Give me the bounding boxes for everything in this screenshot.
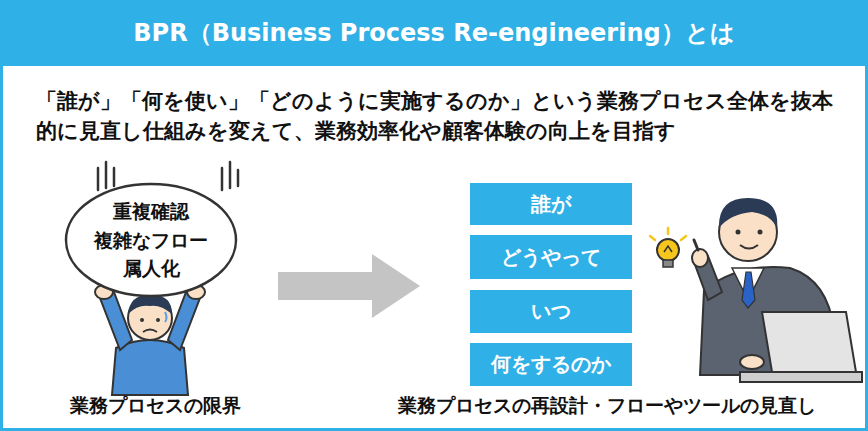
thought-bubble: 重複確認複雑なフロー属人化 — [64, 182, 238, 298]
worry-line — [221, 168, 224, 190]
hair — [128, 295, 172, 314]
smile — [740, 245, 758, 249]
title-band: BPR（Business Process Re-engineering）とは — [0, 0, 868, 66]
bubble-shape — [66, 184, 236, 296]
process-box: どうやって — [470, 235, 632, 279]
description-text: 「誰が」「何を使い」「どのように実施するのか」という業務プロセス全体を抜本的に見… — [36, 86, 836, 147]
ray — [681, 236, 686, 240]
bulb-rays — [650, 228, 686, 240]
worry-line — [105, 162, 108, 188]
title-text: BPR（Business Process Re-engineering）とは — [133, 17, 734, 49]
bulb-base — [663, 260, 673, 267]
tie — [742, 272, 755, 308]
bubble-text: 複雑なフロー — [94, 226, 208, 255]
eye — [736, 230, 741, 235]
worry-line — [97, 168, 100, 190]
worried-person — [95, 285, 205, 395]
transition-arrow — [278, 254, 420, 318]
eye — [156, 318, 160, 322]
process-box: いつ — [470, 290, 632, 333]
process-box: 何をするのか — [470, 343, 632, 386]
ray — [667, 228, 670, 234]
mouth — [143, 330, 157, 333]
eye — [758, 230, 763, 235]
laptop-base — [740, 372, 862, 382]
hand — [740, 355, 764, 369]
bubble-text: 属人化 — [123, 254, 180, 283]
sweat — [165, 312, 167, 322]
eye — [140, 318, 144, 322]
ray — [650, 236, 655, 240]
box-text: どうやって — [501, 244, 601, 271]
laptop — [740, 312, 862, 382]
process-box: 誰が — [470, 183, 632, 225]
pointing-finger — [694, 240, 698, 250]
filament — [664, 246, 672, 252]
caption-text: 業務プロセスの限界 — [30, 392, 280, 420]
laptop-screen — [762, 312, 856, 372]
hair — [719, 198, 777, 228]
box-text: 何をするのか — [491, 351, 611, 378]
caption-text: 業務プロセスの再設計・フローやツールの見直し — [352, 392, 862, 420]
worry-line — [237, 170, 240, 186]
box-text: いつ — [531, 298, 571, 325]
light-bulb — [650, 228, 686, 267]
hand — [692, 249, 708, 267]
worry-line — [229, 162, 232, 188]
box-text: 誰が — [531, 191, 571, 218]
bubble-text: 重複確認 — [113, 197, 189, 226]
bulb-glass — [657, 239, 679, 261]
worry-line — [113, 168, 116, 186]
